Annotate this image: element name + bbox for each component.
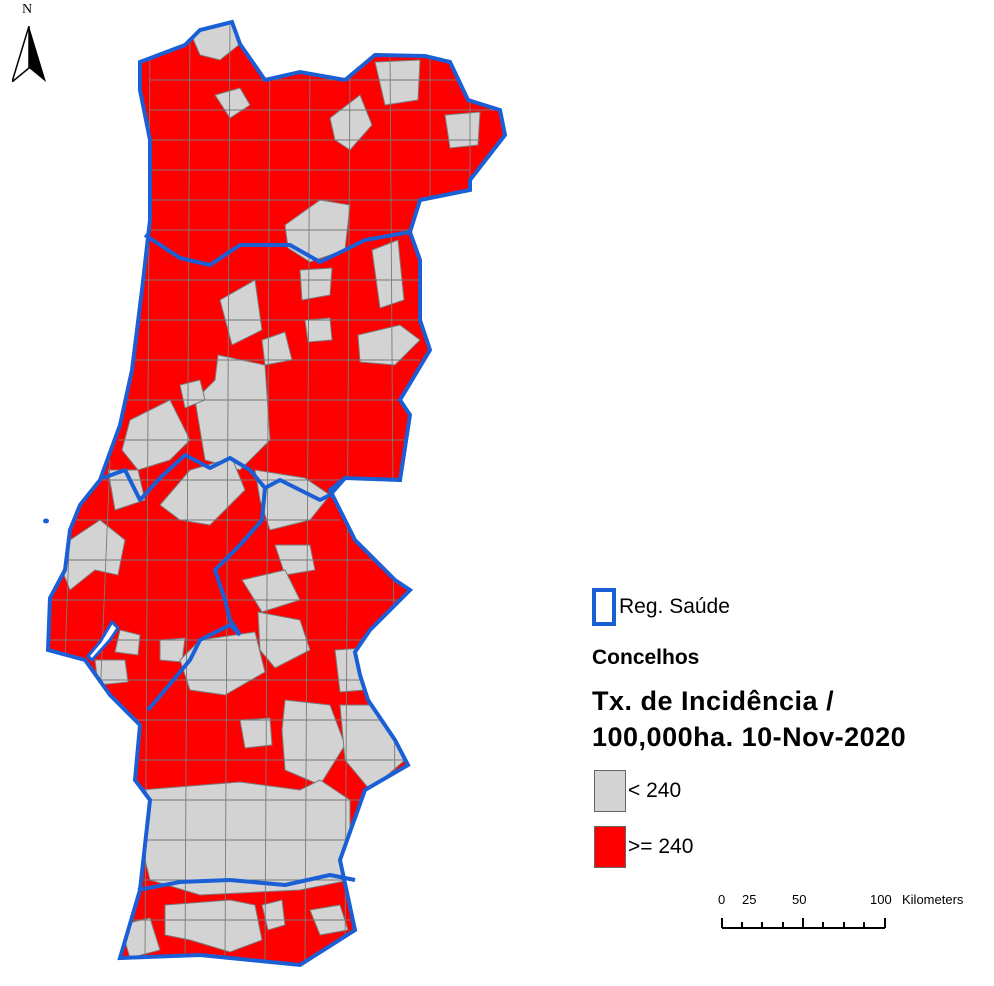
legend-metric-title-2: 100,000ha. 10-Nov-2020 bbox=[592, 722, 907, 752]
scale-bar-graphic bbox=[721, 918, 886, 929]
legend-class-high: >= 240 bbox=[594, 826, 693, 868]
scale-bar: 0 25 50 100 Kilometers bbox=[712, 892, 992, 932]
tagus-estuary bbox=[85, 619, 120, 663]
berlengas-island bbox=[43, 518, 49, 524]
region-outline-swatch bbox=[592, 588, 616, 626]
scale-tick-100: 100 bbox=[870, 892, 892, 907]
legend-class-high-label: >= 240 bbox=[628, 835, 694, 858]
legend-region-label: Reg. Saúde bbox=[619, 595, 730, 618]
legend-class-low: < 240 bbox=[594, 770, 681, 812]
scale-tick-25: 25 bbox=[742, 892, 757, 907]
scale-unit: Kilometers bbox=[902, 892, 964, 907]
high-swatch bbox=[594, 826, 626, 868]
legend-metric-title-1: Tx. de Incidência / bbox=[592, 686, 835, 716]
scale-tick-0: 0 bbox=[718, 892, 726, 907]
north-label: N bbox=[22, 2, 33, 17]
legend-region-entry: Reg. Saúde bbox=[592, 588, 730, 626]
legend-layer-title: Concelhos bbox=[592, 646, 700, 669]
legend-class-low-label: < 240 bbox=[628, 779, 682, 802]
scale-tick-50: 50 bbox=[792, 892, 807, 907]
health-region-boundaries bbox=[102, 230, 411, 892]
low-swatch bbox=[594, 770, 626, 812]
north-arrow-icon bbox=[12, 26, 46, 82]
